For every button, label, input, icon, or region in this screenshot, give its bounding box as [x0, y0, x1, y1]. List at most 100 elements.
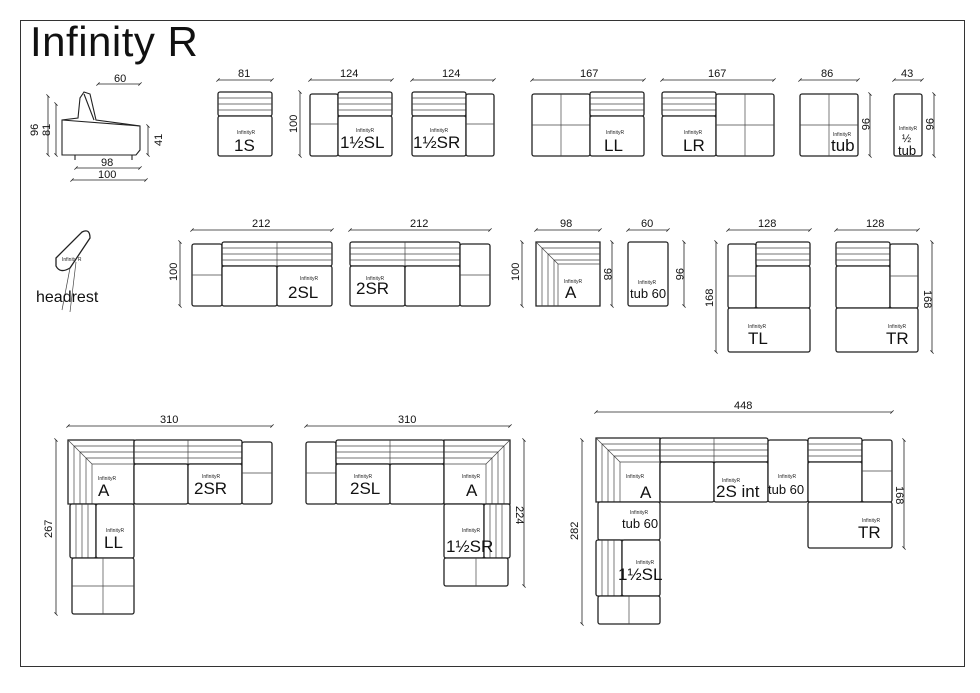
config-3-label-2sint: 2S int	[716, 482, 760, 501]
config-3-height-right: 168	[893, 486, 905, 504]
headrest-view: Infinity R headrest	[36, 230, 99, 313]
module-LR-tag: InfinityR	[684, 130, 702, 136]
module-TR-tag: InfinityR	[888, 324, 906, 330]
module-LR-width: 167	[708, 68, 726, 80]
module-LL: 167 InfinityR LL	[530, 68, 646, 157]
config-2-width: 310	[398, 414, 416, 426]
config-2-tag-2sl: InfinityR	[354, 474, 372, 480]
module-2SR-width: 212	[410, 218, 428, 230]
config-1-label-a: A	[98, 481, 110, 500]
config-2-tag-15sr: InfinityR	[462, 528, 480, 534]
config-1-tag-a: InfinityR	[98, 476, 116, 482]
module-tub-label: tub	[831, 136, 855, 155]
module-TR-width: 128	[866, 218, 884, 230]
module-tub60-height: 96	[673, 268, 685, 280]
page-title: Infinity R	[30, 18, 199, 65]
config-3-label-tub60b: tub 60	[622, 516, 658, 531]
module-TL: 128 168 InfinityR TL	[704, 218, 812, 354]
headrest-label: headrest	[36, 289, 99, 306]
config-3-label-15sl: 1½SL	[618, 565, 662, 584]
config-3-tag-a: InfinityR	[626, 474, 644, 480]
config-1: 310 267 InfinityR A InfinityR 2SR Infi	[43, 414, 274, 616]
module-tub60-tag: InfinityR	[638, 280, 656, 286]
side-height-96: 96	[29, 124, 41, 136]
module-1S-tag: InfinityR	[237, 130, 255, 136]
module-A: 98 100 98 InfinityR A	[510, 218, 614, 308]
config-3-label-a: A	[640, 483, 652, 502]
module-2SL-height: 100	[168, 263, 180, 281]
module-tub-height: 96	[859, 118, 871, 130]
module-A-height-right: 98	[601, 268, 613, 280]
config-3-tag-15sl: InfinityR	[636, 560, 654, 566]
drawing-frame	[20, 20, 965, 667]
module-half-tub-width: 43	[901, 68, 913, 80]
module-TR: 128 168 InfinityR TR	[834, 218, 934, 354]
module-tub: 86 96 InfinityR tub	[798, 68, 872, 158]
module-1-5SL-label: 1½SL	[340, 133, 384, 152]
module-LL-tag: InfinityR	[606, 130, 624, 136]
module-2SL-width: 212	[252, 218, 270, 230]
module-2SL-label: 2SL	[288, 283, 318, 302]
side-height-41: 41	[153, 134, 165, 146]
module-1-5SR-tag: InfinityR	[430, 128, 448, 134]
module-half-tub: 43 96 InfinityR ½ tub	[892, 68, 936, 158]
config-3-tag-tub60b: InfinityR	[630, 510, 648, 516]
module-1-5SL: 100 124 InfinityR 1½SL	[288, 68, 394, 158]
module-tub-tag: InfinityR	[833, 132, 851, 138]
module-A-label: A	[565, 283, 577, 302]
module-half-tub-tag: InfinityR	[899, 126, 917, 132]
side-height-81: 81	[41, 124, 53, 136]
module-1-5SL-tag: InfinityR	[356, 128, 374, 134]
module-1-5SR: 124 InfinityR 1½SR	[410, 68, 496, 157]
config-3-tag-tub60a: InfinityR	[778, 474, 796, 480]
module-1S: 81 InfinityR 1S	[216, 68, 274, 157]
config-2-label-15sr: 1½SR	[446, 537, 493, 556]
side-depth-100: 100	[98, 169, 116, 181]
module-TL-tag: InfinityR	[748, 324, 766, 330]
module-TR-label: TR	[886, 329, 909, 348]
module-half-tub-height: 96	[923, 118, 935, 130]
module-1-5SL-height: 100	[288, 115, 300, 133]
config-2-height: 224	[513, 506, 525, 524]
config-1-width: 310	[160, 414, 178, 426]
config-3-label-tr: TR	[858, 523, 881, 542]
config-3-label-tub60a: tub 60	[768, 482, 804, 497]
module-A-tag: InfinityR	[564, 279, 582, 285]
module-TR-height: 168	[921, 290, 933, 308]
config-1-tag-ll: InfinityR	[106, 528, 124, 534]
module-2SR-label: 2SR	[356, 279, 389, 298]
config-2: 310 224 InfinityR 2SL InfinityR A Infini…	[304, 414, 526, 588]
config-3-width: 448	[734, 400, 752, 412]
headrest-tag: Infinity R	[62, 257, 82, 263]
module-LL-width: 167	[580, 68, 598, 80]
module-half-tub-label1: ½	[902, 133, 911, 145]
module-1-5SL-width: 124	[340, 68, 358, 80]
module-1-5SR-width: 124	[442, 68, 460, 80]
config-3-tag-2sint: InfinityR	[722, 478, 740, 484]
config-2-label-a: A	[466, 481, 478, 500]
config-2-label-2sl: 2SL	[350, 479, 380, 498]
module-1-5SR-label: 1½SR	[413, 133, 460, 152]
module-2SR: 212 InfinityR 2SR	[348, 218, 492, 307]
module-A-height-left: 100	[510, 263, 522, 281]
module-LL-label: LL	[604, 136, 623, 155]
module-1S-label: 1S	[234, 136, 255, 155]
config-1-height: 267	[43, 520, 55, 538]
module-tub60-width: 60	[641, 218, 653, 230]
config-3-tag-tr: InfinityR	[862, 518, 880, 524]
module-LR-label: LR	[683, 136, 705, 155]
module-tub60: 60 96 InfinityR tub 60	[626, 218, 686, 308]
module-2SL-tag: InfinityR	[300, 276, 318, 282]
module-LR: 167 InfinityR LR	[660, 68, 776, 157]
module-1S-width: 81	[238, 68, 250, 80]
side-view: 60 96 81 41 98 100	[29, 73, 165, 182]
module-2SR-tag: InfinityR	[366, 276, 384, 282]
side-depth-98: 98	[101, 157, 113, 169]
module-TL-label: TL	[748, 329, 768, 348]
config-3-height-left: 282	[569, 522, 581, 540]
config-1-tag-2sr: InfinityR	[202, 474, 220, 480]
config-1-label-ll: LL	[104, 533, 123, 552]
config-1-label-2sr: 2SR	[194, 479, 227, 498]
